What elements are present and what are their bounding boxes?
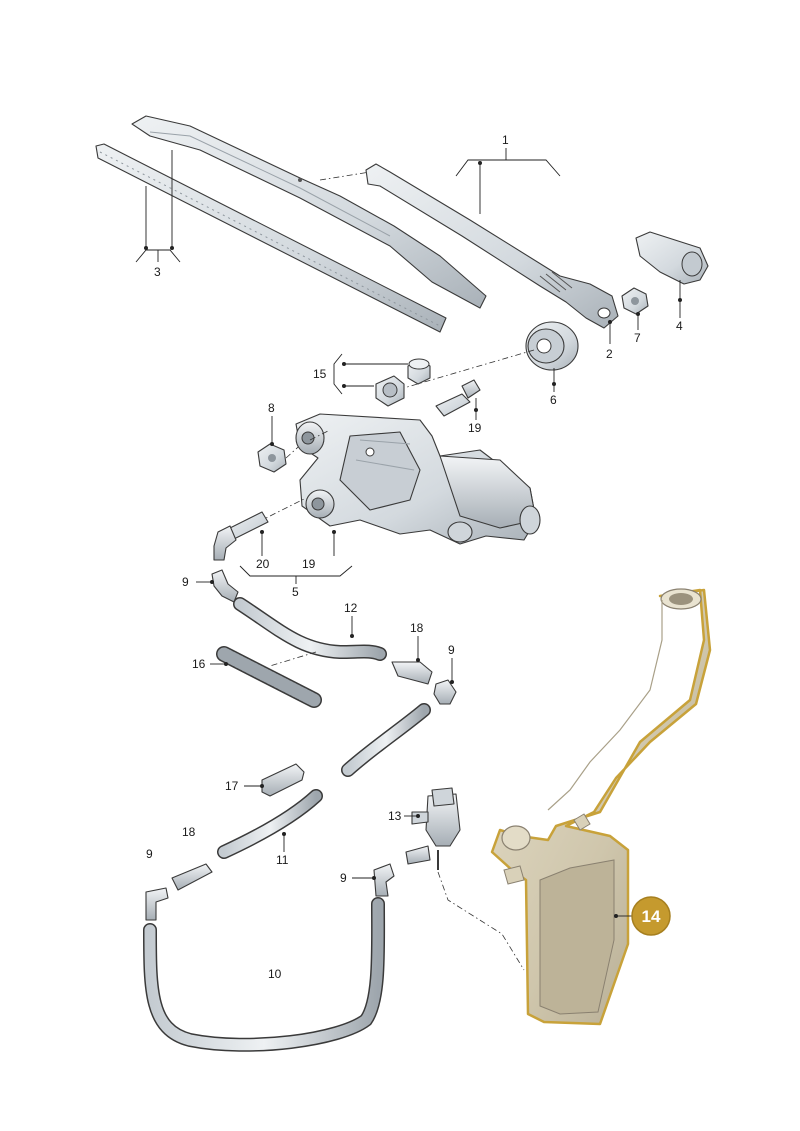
badge-label: 14 (642, 907, 661, 926)
washer-pump (405, 787, 461, 870)
hose-connector-lower (171, 863, 213, 891)
label-part-6: 6 (550, 393, 557, 407)
label-part-18-lower: 18 (182, 825, 196, 839)
hose-10-outline (143, 897, 386, 1052)
wiper-arm-spring (539, 271, 573, 293)
hose-12 (234, 598, 386, 660)
hose-elbow-lower-left (145, 887, 169, 921)
wiper-rubber-perforation (99, 151, 441, 327)
label-part-3: 3 (154, 265, 161, 279)
hose-elbow-right (433, 679, 457, 705)
label-part-4: 4 (676, 319, 683, 333)
bushing (525, 321, 579, 371)
label-part-10: 10 (268, 967, 282, 981)
highlight-badge-14[interactable]: 14 (631, 896, 671, 936)
label-part-8: 8 (268, 401, 275, 415)
arm-cap (635, 231, 709, 285)
label-part-9-lower-left: 9 (146, 847, 153, 861)
nut-centerline (285, 439, 307, 459)
label-part-9-right: 9 (448, 643, 455, 657)
sleeve-centerline (269, 651, 317, 667)
wiper-blade-frame (131, 115, 487, 309)
threaded-bolt (435, 379, 481, 417)
part-labels: 1 2 3 4 5 6 7 8 9 9 9 9 10 11 12 13 15 1… (146, 133, 683, 981)
arm-nut (621, 287, 649, 315)
label-part-19-upper: 19 (468, 421, 482, 435)
wiper-blade-rivet (298, 178, 302, 182)
label-part-17: 17 (225, 779, 239, 793)
leader-lines (135, 148, 682, 918)
label-part-7: 7 (634, 331, 641, 345)
wiper-blade-frame-edge (149, 131, 391, 237)
label-part-1: 1 (502, 133, 509, 147)
label-part-18-upper: 18 (410, 621, 424, 635)
label-part-15: 15 (313, 367, 327, 381)
label-part-11: 11 (276, 853, 289, 867)
pump-to-tank-centerline (437, 871, 525, 971)
motor-lower-centerline (257, 497, 307, 523)
hose-fitting (261, 763, 305, 797)
label-part-16: 16 (192, 657, 206, 671)
wiper-arm-bore (597, 307, 611, 319)
hose-connector-upper (391, 661, 433, 685)
label-part-9-upper: 9 (182, 575, 189, 589)
label-part-5: 5 (292, 585, 299, 599)
blade-to-arm-centerline (319, 171, 371, 181)
motor-nut (257, 443, 287, 473)
rubber-grommets (375, 358, 431, 407)
hose-11 (218, 790, 322, 858)
label-part-19-lower: 19 (302, 557, 316, 571)
label-part-13: 13 (388, 809, 402, 823)
bushing-centerline (389, 349, 535, 393)
washer-connector (213, 511, 269, 561)
hose-elbow-lower-right (373, 863, 395, 897)
wiper-motor (295, 413, 541, 545)
hose-elbow-upper (211, 569, 239, 603)
label-part-2: 2 (606, 347, 613, 361)
motor-centerline (309, 429, 331, 441)
protective-spiral-sleeve (216, 646, 322, 708)
label-part-9-lower-right: 9 (340, 871, 347, 885)
label-part-20: 20 (256, 557, 270, 571)
hose-segment (342, 704, 430, 776)
label-part-12: 12 (344, 601, 358, 615)
wiper-rubber-strip (95, 143, 447, 333)
hose-10 (144, 898, 384, 1051)
washer-fluid-reservoir[interactable] (490, 588, 712, 1026)
wiper-blade-assembly (95, 115, 487, 333)
